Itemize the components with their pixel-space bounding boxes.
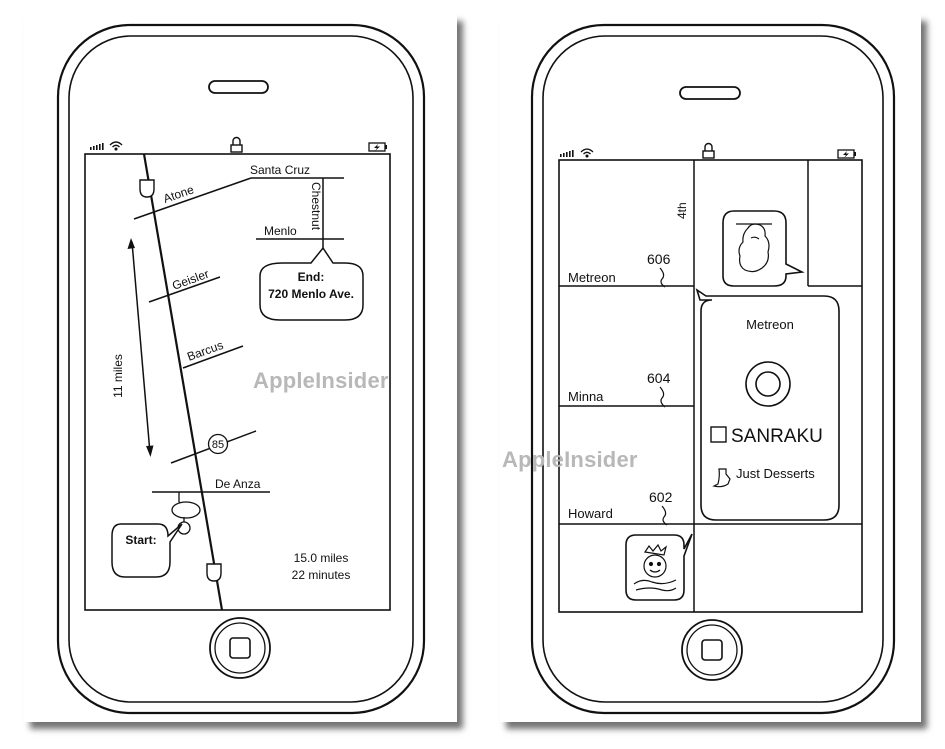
phone-inner-outline <box>68 35 414 703</box>
street-barcus <box>182 345 244 369</box>
battery-icon <box>837 149 856 159</box>
wifi-icon <box>580 148 594 158</box>
distance-label: 11 miles <box>111 354 125 398</box>
phone-outer-outline <box>56 23 426 715</box>
target-icon[interactable] <box>745 361 791 407</box>
ref-604: 604 <box>647 370 671 386</box>
place-popup[interactable]: Metreon SANRAKU Just Desserts <box>695 288 840 521</box>
street-geisler <box>148 276 221 303</box>
start-callout[interactable]: Start: <box>111 523 183 578</box>
left-phone-sheet: Atone Santa Cruz Chestnut Menlo End: 720… <box>24 14 457 722</box>
battery-icon <box>368 142 387 152</box>
watermark-left: AppleInsider <box>253 368 389 393</box>
character-avatar-icon <box>633 543 677 592</box>
label-howard: Howard <box>568 506 613 521</box>
checkbox-sanraku[interactable] <box>710 426 727 443</box>
watermark-right: AppleInsider <box>502 447 638 472</box>
route-85-number: 85 <box>212 439 224 451</box>
popup-item-sanraku: SANRAKU <box>731 426 823 447</box>
route-85-shield: 85 <box>207 433 229 455</box>
end-callout[interactable]: End: 720 Menlo Ave. <box>259 246 364 321</box>
home-square-icon <box>229 637 251 659</box>
label-chestnut: Chestnut <box>309 182 323 231</box>
distance-arrow <box>127 238 154 457</box>
ref-606-leader <box>659 267 666 288</box>
summary-distance: 15.0 miles <box>294 551 349 565</box>
ref-602: 602 <box>649 489 673 505</box>
start-label: Start: <box>125 533 156 547</box>
label-menlo: Menlo <box>264 224 297 238</box>
right-phone-drawing: 4th Metreon Minna Howard 606 604 602 Met… <box>530 23 896 715</box>
ref-606: 606 <box>647 251 671 267</box>
speaker-grille <box>208 80 269 94</box>
boot-icon <box>712 468 731 488</box>
street-atone <box>133 177 252 220</box>
popup-item-desserts: Just Desserts <box>736 466 815 481</box>
home-button[interactable] <box>209 617 271 679</box>
avatar-callout-606[interactable] <box>722 210 805 287</box>
lock-icon <box>230 136 243 153</box>
lock-icon <box>702 142 715 159</box>
label-santa-cruz: Santa Cruz <box>250 163 310 177</box>
block-grid <box>559 160 862 612</box>
phone-inner-outline <box>542 35 884 703</box>
end-address: 720 Menlo Ave. <box>268 287 354 301</box>
summary-time: 22 minutes <box>292 568 351 582</box>
phone-outer-outline <box>530 23 896 715</box>
wifi-icon <box>109 141 123 151</box>
home-button[interactable] <box>681 619 743 681</box>
speaker-grille <box>679 86 741 100</box>
route-pin-top <box>139 179 155 198</box>
label-metreon: Metreon <box>568 270 616 285</box>
end-label: End: <box>298 270 325 284</box>
ref-604-leader <box>659 386 666 408</box>
signal-icon <box>90 143 104 150</box>
left-phone-drawing: Atone Santa Cruz Chestnut Menlo End: 720… <box>56 23 426 715</box>
signal-icon <box>560 150 574 157</box>
right-phone-sheet: 4th Metreon Minna Howard 606 604 602 Met… <box>500 14 921 722</box>
label-4th: 4th <box>675 202 689 219</box>
user-avatar-icon <box>736 223 772 273</box>
popup-title: Metreon <box>746 317 794 332</box>
ref-602-leader <box>661 505 668 526</box>
label-de-anza: De Anza <box>215 477 261 491</box>
main-route-line <box>142 153 224 611</box>
route-pin-bottom <box>206 563 222 582</box>
avatar-callout-602[interactable] <box>625 533 693 601</box>
home-square-icon <box>701 639 723 661</box>
label-minna: Minna <box>568 389 604 404</box>
